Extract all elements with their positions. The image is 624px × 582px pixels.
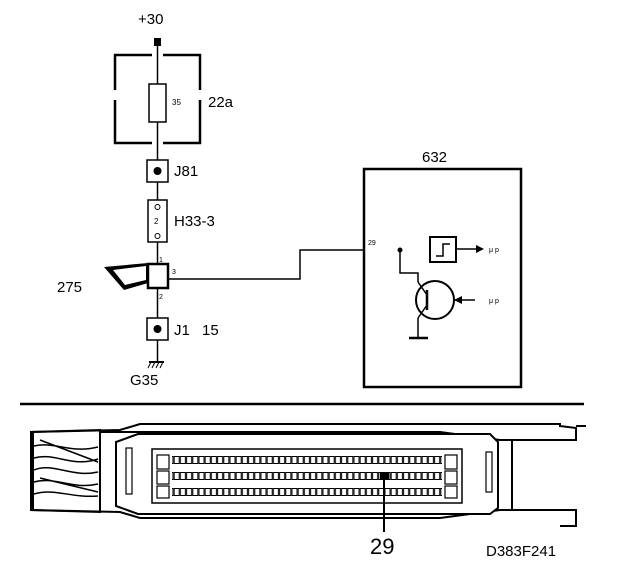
connector-h33-label: H33-3 bbox=[174, 213, 215, 230]
control-unit-pin: 29 bbox=[368, 240, 376, 247]
sensor-pin-right: 3 bbox=[172, 269, 176, 276]
output-label: μ p bbox=[489, 247, 499, 254]
ecu-connector bbox=[29, 423, 586, 527]
connector-h33-pin: 2 bbox=[154, 217, 159, 226]
pin-callout-label: 29 bbox=[370, 534, 394, 559]
input-arrow-icon bbox=[454, 296, 462, 304]
sensor-pin-bottom: 2 bbox=[159, 294, 163, 301]
fuse-box bbox=[113, 53, 202, 145]
highlighted-pin bbox=[380, 472, 389, 480]
fuse-element bbox=[148, 83, 167, 123]
connector-j1-label: J1 bbox=[174, 322, 190, 339]
supply-terminal bbox=[154, 38, 161, 46]
figure-code: D383F241 bbox=[486, 543, 556, 560]
sensor-label: 275 bbox=[57, 279, 82, 296]
supply-label: +30 bbox=[138, 11, 163, 28]
output-arrow-icon bbox=[476, 245, 484, 253]
control-unit-632 bbox=[362, 167, 523, 389]
fuse-rating: 35 bbox=[172, 98, 181, 107]
sensor-275 bbox=[104, 262, 170, 290]
connector-j1-extra: 15 bbox=[202, 322, 219, 339]
connector-j81-label: J81 bbox=[174, 163, 198, 180]
ground-symbol bbox=[147, 361, 164, 369]
fuse-id: 22a bbox=[208, 94, 234, 111]
sensor-pin-top: 1 bbox=[159, 257, 163, 264]
control-unit-label: 632 bbox=[422, 149, 447, 166]
ground-label: G35 bbox=[130, 372, 158, 389]
input-label: μ p bbox=[489, 298, 499, 305]
